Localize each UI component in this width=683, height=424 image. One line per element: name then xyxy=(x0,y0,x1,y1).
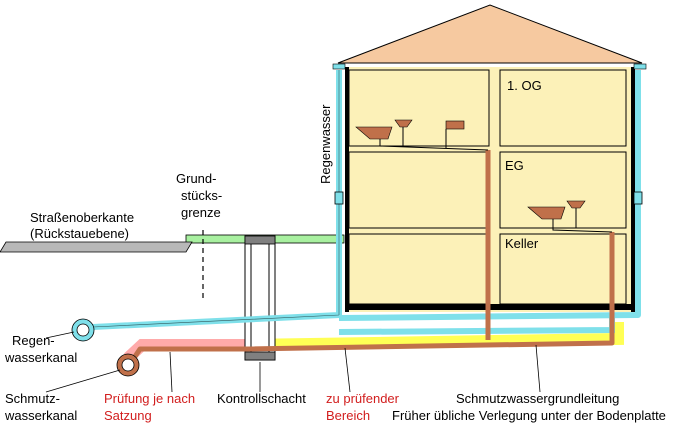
sewer-canal-label-1: Schmutz- xyxy=(5,391,60,406)
sleeve-left xyxy=(334,191,344,205)
washbasin-ground xyxy=(566,200,586,209)
check-area-label-1: zu prüfender xyxy=(326,391,400,406)
leader-sewer-canal xyxy=(45,369,121,393)
rain-canal-label-2: wasserkanal xyxy=(4,350,77,365)
shaft-label: Kontrollschacht xyxy=(217,391,306,406)
sewer-canal-label-2: wasserkanal xyxy=(4,408,77,423)
rain-canal-inner xyxy=(76,323,90,337)
statute-label-1: Prüfung je nach xyxy=(104,391,195,406)
room-upper-right xyxy=(499,69,627,147)
boundary-label-1: Grund- xyxy=(176,171,216,186)
rain-pipe-right xyxy=(338,70,641,321)
sewer-main-label: Schmutzwassergrundleitung xyxy=(456,391,619,406)
room-label-upper: 1. OG xyxy=(507,78,542,93)
check-area-label-2: Bereich xyxy=(326,408,370,423)
roof xyxy=(337,4,643,64)
road xyxy=(0,241,193,253)
boundary-label-3: grenze xyxy=(181,205,221,220)
sewer-canal-inner xyxy=(121,358,135,372)
gutter-right xyxy=(633,63,647,70)
room-ground-left xyxy=(348,151,490,229)
road-label-2: (Rückstauebene) xyxy=(30,226,129,241)
sewer-main-note: Früher übliche Verlegung unter der Boden… xyxy=(392,408,666,423)
boundary-label-2: stücks- xyxy=(181,188,222,203)
washbasin-upper xyxy=(394,119,413,128)
leader-sewer-main xyxy=(535,344,541,393)
wall-left xyxy=(345,67,349,312)
gutter-left xyxy=(332,63,346,70)
rain-canal-label-1: Regen- xyxy=(12,333,55,348)
road-label-1: Straßenoberkante xyxy=(30,210,134,225)
rain-water-label: Regenwasser xyxy=(318,104,333,184)
leader-check xyxy=(344,347,351,393)
leader-rain-canal xyxy=(45,331,75,339)
bathtub-upper xyxy=(355,126,393,140)
inspection-shaft xyxy=(244,235,276,361)
sewer-main-pipe xyxy=(131,232,615,360)
room-basement-left xyxy=(348,233,490,305)
room-label-basement: Keller xyxy=(505,236,539,251)
room-basement-right xyxy=(499,233,627,305)
statute-label-2: Satzung xyxy=(104,408,152,423)
statute-zone xyxy=(123,339,250,363)
check-zone xyxy=(249,322,624,351)
sleeve-right xyxy=(633,191,643,205)
shaft-cap xyxy=(244,235,276,245)
bathtub-ground xyxy=(527,206,566,220)
shaft-bottom xyxy=(244,351,276,361)
wall-right xyxy=(631,67,635,312)
drain-ground xyxy=(552,208,613,233)
leader-statute xyxy=(169,351,173,393)
drain-upper xyxy=(379,127,489,151)
room-ground-right xyxy=(499,151,627,229)
room-label-ground: EG xyxy=(505,158,524,173)
toilet-upper xyxy=(445,120,465,130)
